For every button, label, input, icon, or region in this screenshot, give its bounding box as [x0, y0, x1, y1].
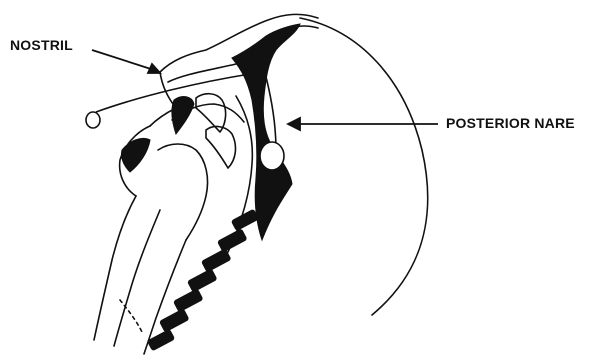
- sella-turcica: [260, 142, 284, 170]
- sphenoid-bone: [232, 24, 300, 240]
- vertebra: [159, 308, 190, 333]
- turbinate-middle: [206, 127, 235, 168]
- nostril-arrowhead: [148, 64, 160, 73]
- skull-outline: [300, 18, 428, 315]
- neck-front-outline: [94, 196, 136, 340]
- vertebra: [173, 288, 204, 313]
- nostril-label: NOSTRIL: [10, 37, 73, 53]
- vertebra: [187, 268, 218, 293]
- nostril-arrow: [92, 50, 154, 70]
- posterior-nare-label: POSTERIOR NARE: [446, 115, 575, 131]
- tongue-body: [158, 144, 208, 240]
- vertebra: [217, 228, 248, 253]
- turbinate-dark: [172, 97, 194, 134]
- cervical-vertebrae: [147, 209, 260, 352]
- vertebra: [231, 209, 260, 232]
- posterior-nare-arrowhead: [288, 118, 300, 130]
- catheter-tip: [86, 112, 100, 128]
- vertebra: [201, 248, 232, 273]
- palate-dark-segment: [121, 138, 150, 172]
